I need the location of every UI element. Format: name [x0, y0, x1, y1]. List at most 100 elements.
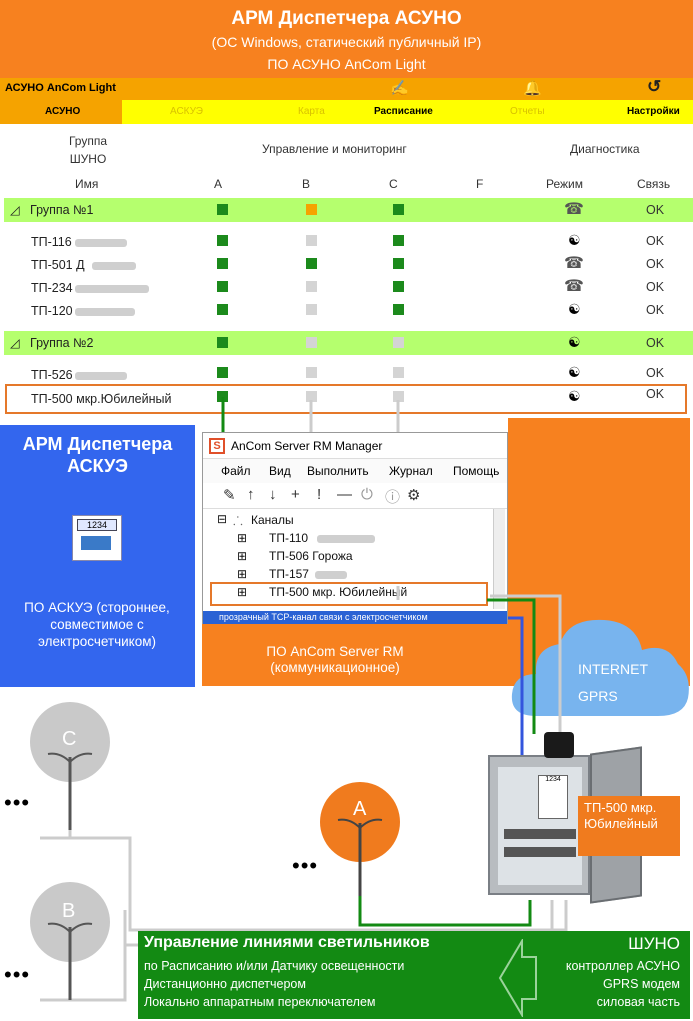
blurred-text [75, 239, 127, 247]
row-name[interactable]: ТП-116 [31, 235, 72, 249]
tree-scrollbar[interactable] [493, 509, 505, 609]
row-name[interactable]: ТП-234 [31, 281, 73, 295]
cabinet-breakers [504, 847, 576, 857]
status-b [306, 281, 317, 292]
status-a [217, 367, 228, 378]
menu-log[interactable]: Журнал [389, 464, 433, 478]
refresh-icon[interactable]: ↺ [647, 77, 662, 96]
menu-help[interactable]: Помощь [453, 464, 500, 478]
tab-schedule[interactable]: Расписание [374, 106, 433, 117]
bell-icon[interactable]: 🔔 [523, 80, 542, 97]
auto-mode-icon: ☯ [568, 364, 581, 380]
status-c [393, 204, 404, 215]
link-status: OK [646, 280, 665, 294]
status-c [393, 337, 404, 348]
shuno-title: Управление линиями светильников [144, 934, 430, 951]
channel-item[interactable]: ТП-506 Горожа [269, 549, 353, 563]
row-name[interactable]: ТП-526 [31, 368, 73, 382]
alert-icon[interactable]: ! [317, 486, 322, 503]
collapse-icon[interactable]: ◿ [10, 203, 20, 217]
collapse-icon[interactable]: ◿ [10, 336, 20, 350]
channel-item[interactable]: ТП-110 [269, 531, 309, 545]
meter-body [81, 536, 111, 550]
menu-file[interactable]: Файл [221, 464, 251, 478]
info-icon[interactable]: ⓘ [385, 489, 401, 506]
highlight-row[interactable] [5, 384, 687, 414]
link-status: OK [646, 303, 665, 317]
status-a [217, 204, 228, 215]
modem-antenna [544, 732, 574, 758]
cloud-internet: INTERNET [578, 661, 648, 677]
tab-asuno[interactable]: АСУНО [45, 106, 81, 117]
tab-map[interactable]: Карта [298, 106, 325, 117]
group-row[interactable]: ◿ Группа №2 ☯ OK [4, 331, 693, 355]
blurred-text [317, 535, 375, 543]
channel-item[interactable]: ТП-157 [269, 567, 309, 581]
app-bar: АСУНО AnCom Light ✍ 🔔 ↺ [0, 77, 693, 100]
status-c [393, 235, 404, 246]
menu-run[interactable]: Выполнить [307, 464, 369, 478]
remove-icon[interactable]: — [337, 486, 352, 503]
add-icon[interactable]: + [291, 486, 300, 503]
cloud-gprs: GPRS [578, 688, 618, 704]
blurred-text [75, 285, 149, 293]
status-c [393, 367, 404, 378]
row-name[interactable]: ТП-501 Д [31, 258, 85, 272]
link-status: OK [646, 387, 665, 401]
control-cabinet: 1234 [488, 755, 590, 895]
shuno-right-title: ШУНО [628, 934, 680, 953]
channel-item[interactable]: ТП-500 мкр. Юбилейный [269, 585, 408, 599]
status-b [306, 304, 317, 315]
status-b [306, 258, 317, 269]
col-c-header: C [389, 177, 398, 191]
tab-reports[interactable]: Отчеты [510, 106, 545, 117]
shuno-item: Локально аппаратным переключателем [144, 995, 376, 1009]
signature-icon[interactable]: ✍ [390, 80, 409, 97]
status-b [306, 391, 317, 402]
tab-settings[interactable]: Настройки [627, 106, 680, 117]
menu-view[interactable]: Вид [269, 464, 291, 478]
tab-askue[interactable]: АСКУЭ [170, 106, 203, 117]
phone-icon: ☎ [564, 278, 584, 295]
auto-mode-icon: ☯ [568, 232, 581, 248]
channel-tree: ⊟ ⸫ Каналы ⊞ ТП-110 ⊞ ТП-506 Горожа ⊞ ТП… [203, 509, 507, 609]
cabinet-label: ТП-500 мкр. Юбилейный [578, 796, 680, 856]
settings-icon[interactable]: ⚙ [407, 487, 421, 504]
status-a [217, 337, 228, 348]
link-status: OK [646, 203, 665, 217]
row-name[interactable]: ТП-500 мкр.Юбилейный [31, 392, 172, 406]
col-f-header: F [476, 177, 484, 191]
edit-icon[interactable]: ✎ [223, 487, 236, 504]
tab-asuno-bg [0, 100, 122, 124]
tree-expand-icon[interactable]: ⊞ [237, 549, 248, 563]
status-c [393, 281, 404, 292]
col-diag-header: Диагностика [570, 142, 640, 156]
status-a [217, 304, 228, 315]
tree-expand-icon[interactable]: ⊞ [237, 567, 248, 581]
app-logo-icon: S [209, 438, 225, 454]
header-title: АРМ Диспетчера АСУНО [231, 8, 462, 29]
arrow-up-icon[interactable]: ↑ [247, 486, 255, 503]
status-a [217, 258, 228, 269]
link-status: OK [646, 366, 665, 380]
cloud-icon [511, 619, 689, 716]
askue-title: АРМ Диспетчера АСКУЭ [22, 434, 173, 476]
row-name[interactable]: ТП-120 [31, 304, 73, 318]
link-status: OK [646, 336, 665, 350]
tree-expand-icon[interactable]: ⊟ [217, 512, 228, 526]
streetlight-icon [47, 752, 93, 830]
lamp-label-a: A [353, 798, 367, 820]
tree-expand-icon[interactable]: ⊞ [237, 585, 248, 599]
status-c [393, 258, 404, 269]
tree-expand-icon[interactable]: ⊞ [237, 531, 248, 545]
group-row[interactable]: ◿ Группа №1 ☎ OK [4, 198, 693, 222]
status-b [306, 204, 317, 215]
window-titlebar[interactable]: S AnCom Server RM Manager [203, 433, 507, 459]
server-window[interactable]: S AnCom Server RM Manager Файл Вид Выпол… [202, 432, 508, 624]
power-icon[interactable]: ⏻ [361, 486, 373, 503]
arrow-down-icon[interactable]: ↓ [269, 486, 277, 503]
link-status: OK [646, 234, 665, 248]
tree-root[interactable]: Каналы [251, 513, 294, 527]
auto-mode-icon: ☯ [568, 334, 581, 350]
